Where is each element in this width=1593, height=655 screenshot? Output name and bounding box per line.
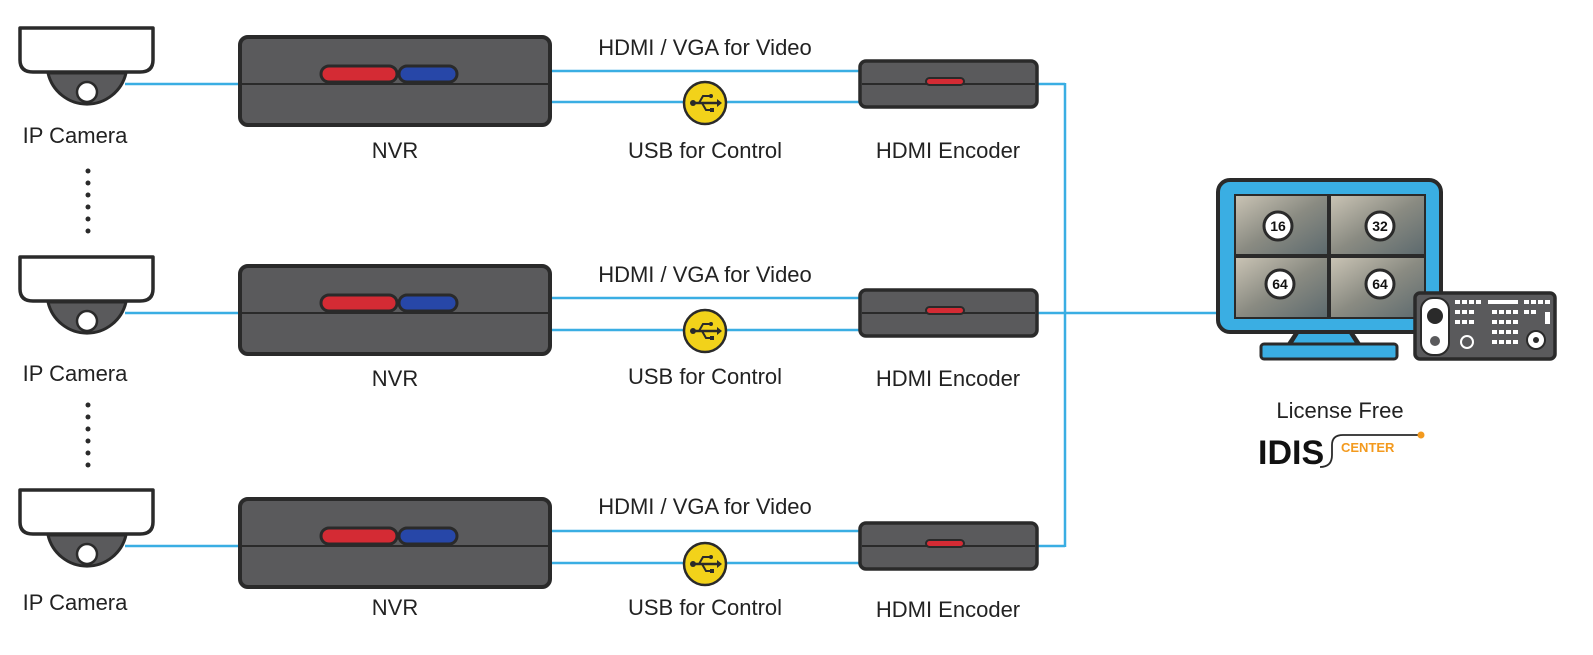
control-link-label: USB for Control — [628, 138, 782, 163]
video-link-label: HDMI / VGA for Video — [598, 35, 812, 60]
row-3: IP Camera NVR HDMI / VGA for Video USB f… — [18, 488, 1065, 622]
svg-text:CENTER: CENTER — [1341, 440, 1395, 455]
channel-badge: 32 — [1364, 210, 1396, 242]
control-link-label: USB for Control — [628, 364, 782, 389]
encoder-label: HDMI Encoder — [876, 366, 1020, 391]
nvr-device — [238, 35, 552, 127]
hdmi-encoder-device — [858, 59, 1039, 109]
video-link-label: HDMI / VGA for Video — [598, 494, 812, 519]
nvr-label: NVR — [372, 595, 418, 620]
nvr-label: NVR — [372, 138, 418, 163]
camera-label: IP Camera — [23, 123, 129, 148]
control-link-label: USB for Control — [628, 595, 782, 620]
controller-keyboard-icon — [1413, 291, 1557, 361]
svg-text:64: 64 — [1272, 276, 1288, 292]
usb-icon — [682, 80, 728, 126]
continuation-dots — [85, 168, 91, 234]
hdmi-encoder-device — [858, 288, 1039, 338]
camera-label: IP Camera — [23, 590, 129, 615]
dome-camera-icon — [18, 26, 155, 106]
camera-label: IP Camera — [23, 361, 129, 386]
svg-text:16: 16 — [1270, 218, 1286, 234]
encoder-label: HDMI Encoder — [876, 138, 1020, 163]
nvr-label: NVR — [372, 366, 418, 391]
idis-center-logo: IDIS CENTER — [1258, 431, 1425, 472]
nvr-device — [238, 497, 552, 589]
continuation-dots — [85, 402, 91, 468]
monitor-icon: 16 32 64 64 — [1216, 178, 1443, 361]
svg-text:64: 64 — [1372, 276, 1388, 292]
nvr-device — [238, 264, 552, 356]
usb-icon — [682, 541, 728, 587]
svg-text:IDIS: IDIS — [1258, 434, 1324, 472]
row-2: IP Camera NVR HDMI / VGA for Video USB f… — [18, 255, 1220, 391]
encoder-label: HDMI Encoder — [876, 597, 1020, 622]
usb-icon — [682, 308, 728, 354]
dome-camera-icon — [18, 488, 155, 568]
row-1: IP Camera NVR HDMI / VGA for Video USB f… — [18, 26, 1065, 163]
channel-badge: 64 — [1364, 268, 1396, 300]
video-link-label: HDMI / VGA for Video — [598, 262, 812, 287]
dome-camera-icon — [18, 255, 155, 335]
channel-badge: 64 — [1264, 268, 1296, 300]
hdmi-encoder-device — [858, 521, 1039, 571]
svg-text:32: 32 — [1372, 218, 1388, 234]
channel-badge: 16 — [1262, 210, 1294, 242]
license-label: License Free — [1276, 398, 1403, 423]
